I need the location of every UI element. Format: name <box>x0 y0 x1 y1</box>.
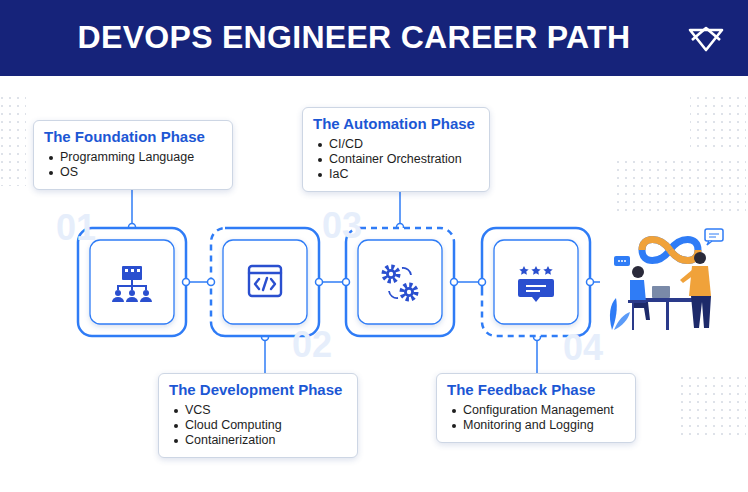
callout-number: 02 <box>292 327 332 363</box>
code-icon <box>249 266 281 296</box>
bullet-item: Container Orchestration <box>313 152 479 167</box>
gears-icon <box>384 267 416 299</box>
org-icon <box>112 266 152 302</box>
phase-box: The Development PhaseVCSCloud ComputingC… <box>158 373 358 458</box>
bullet-item: Programming Language <box>44 150 222 165</box>
phase-heading: The Feedback Phase <box>447 381 625 398</box>
bullet-item: Configuration Management <box>447 403 625 418</box>
bullet-item: Cloud Computing <box>169 418 347 433</box>
phase-heading: The Automation Phase <box>313 115 479 132</box>
bullet-item: IaC <box>313 167 479 182</box>
phase-heading: The Foundation Phase <box>44 128 222 145</box>
bullet-item: Monitoring and Logging <box>447 418 625 433</box>
callout-number: 01 <box>56 210 96 246</box>
bullet-item: Containerization <box>169 433 347 448</box>
callout-number: 04 <box>563 330 603 366</box>
callout-number: 03 <box>322 208 362 244</box>
bullet-item: CI/CD <box>313 137 479 152</box>
logo <box>690 28 722 50</box>
phase-box: The Foundation PhaseProgramming Language… <box>33 120 233 190</box>
bullet-item: OS <box>44 165 222 180</box>
bullet-item: VCS <box>169 403 347 418</box>
devops-illustration <box>610 229 723 330</box>
rating-icon <box>518 266 554 302</box>
phase-heading: The Development Phase <box>169 381 347 398</box>
phase-box: The Automation PhaseCI/CDContainer Orche… <box>302 107 490 192</box>
title: DEVOPS ENGINEER CAREER PATH <box>0 19 748 56</box>
phase-box: The Feedback PhaseConfiguration Manageme… <box>436 373 636 443</box>
icon-boxes <box>78 228 590 336</box>
